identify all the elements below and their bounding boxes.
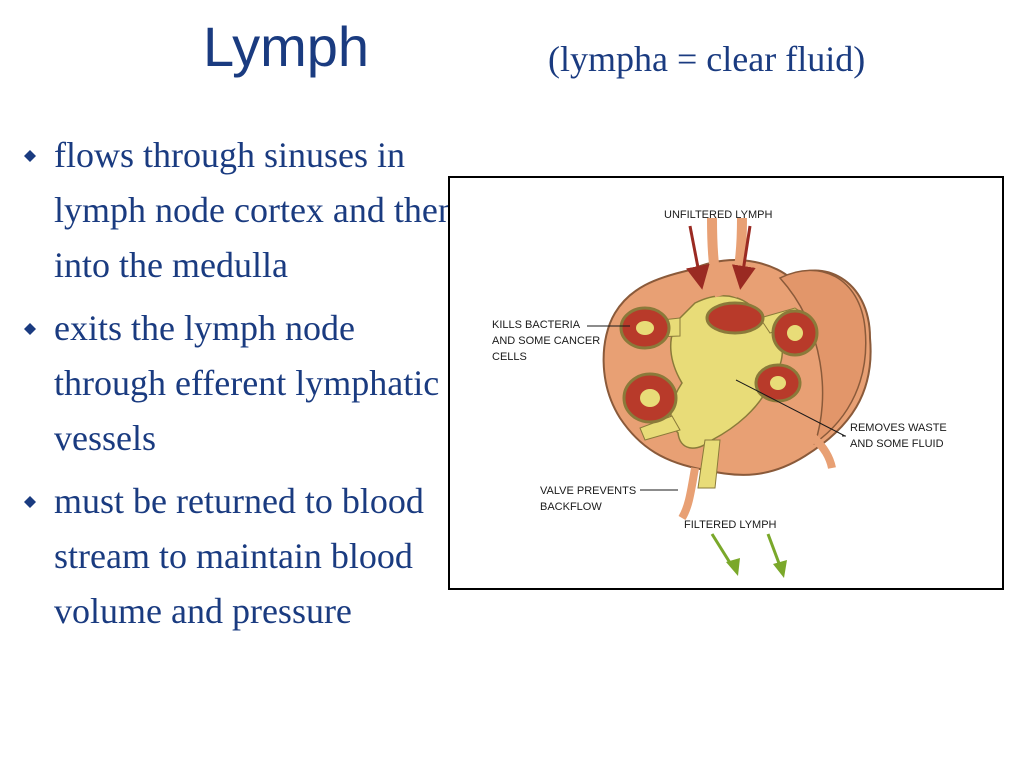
bullet-list: flows through sinuses in lymph node cort…: [18, 128, 468, 647]
bullet-item: must be returned to blood stream to main…: [18, 474, 468, 639]
label-kills-bacteria: AND SOME CANCER: [492, 335, 600, 347]
lymph-node-diagram: UNFILTERED LYMPH KILLS BACTERIA AND SOME…: [448, 176, 1004, 590]
slide-title: Lymph: [203, 15, 370, 78]
bullet-text: must be returned to blood stream to main…: [54, 481, 424, 631]
label-removes-waste: AND SOME FLUID: [850, 438, 944, 450]
bullet-item: flows through sinuses in lymph node cort…: [18, 128, 468, 293]
node-right-lobe: [778, 269, 867, 445]
slide-subtitle: (lympha = clear fluid): [548, 39, 866, 79]
bullet-text: exits the lymph node through efferent ly…: [54, 308, 440, 458]
diamond-bullet-icon: [24, 496, 36, 508]
diamond-bullet-icon: [24, 150, 36, 162]
label-kills-bacteria: KILLS BACTERIA: [492, 319, 581, 331]
follicle: [705, 301, 765, 335]
label-valve: VALVE PREVENTS: [540, 485, 636, 497]
label-kills-bacteria: CELLS: [492, 351, 527, 363]
outgoing-arrow: [710, 533, 734, 567]
label-removes-waste: REMOVES WASTE: [850, 422, 947, 434]
label-filtered-lymph: FILTERED LYMPH: [684, 519, 777, 531]
label-valve: BACKFLOW: [540, 501, 602, 513]
outgoing-arrow: [766, 533, 782, 567]
lymph-node-illustration: UNFILTERED LYMPH KILLS BACTERIA AND SOME…: [492, 209, 947, 578]
bullet-text: flows through sinuses in lymph node cort…: [54, 135, 456, 285]
incoming-arrow: [685, 225, 710, 290]
incoming-arrow: [731, 225, 756, 290]
label-unfiltered-lymph: UNFILTERED LYMPH: [664, 209, 772, 221]
bullet-item: exits the lymph node through efferent ly…: [18, 301, 468, 466]
diamond-bullet-icon: [24, 323, 36, 335]
